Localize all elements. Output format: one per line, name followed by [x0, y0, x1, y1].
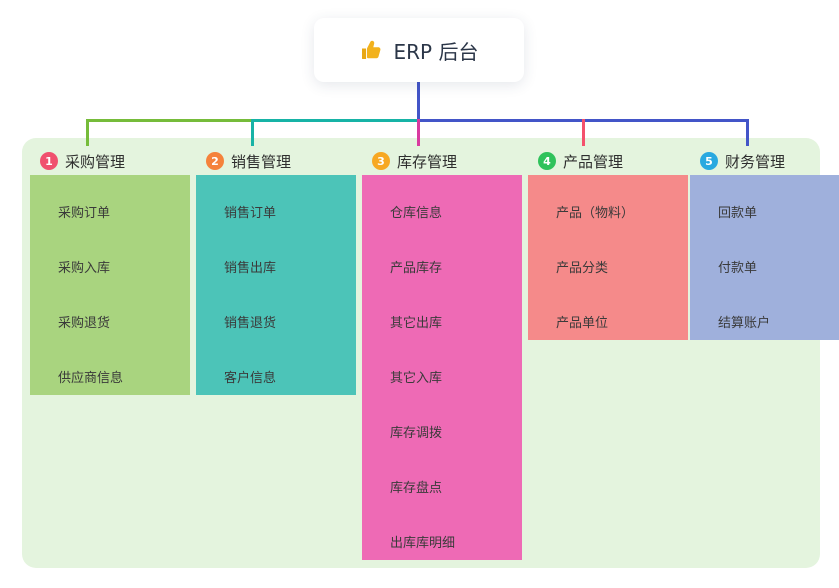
branch-sales: 2 销售管理 销售订单 销售出库 销售退货 客户信息: [196, 149, 356, 395]
node-label: 其它入库: [372, 367, 465, 395]
branch-product: 4 产品管理 产品（物料） 产品分类 产品单位: [528, 149, 688, 340]
node-item[interactable]: 付款单: [690, 230, 839, 285]
node-item[interactable]: 客户信息: [196, 340, 356, 395]
branch-finance: 5 财务管理 回款单 付款单 结算账户: [690, 149, 839, 340]
connector-drop-product: [582, 119, 585, 146]
branch-label: 采购管理: [65, 152, 126, 171]
root-node[interactable]: ERP 后台: [314, 18, 524, 82]
branch-sales-header[interactable]: 2 销售管理: [196, 149, 356, 173]
node-item[interactable]: 出库库明细: [362, 505, 522, 560]
branch-children: 采购订单 采购入库 采购退货 供应商信息: [30, 175, 190, 395]
node-item[interactable]: 采购入库: [30, 230, 190, 285]
branch-number-badge: 2: [206, 152, 224, 170]
node-label: 销售出库: [206, 257, 299, 285]
node-item[interactable]: 供应商信息: [30, 340, 190, 395]
node-item[interactable]: 回款单: [690, 175, 839, 230]
node-item[interactable]: 产品（物料）: [528, 175, 688, 230]
node-item[interactable]: 库存盘点: [362, 450, 522, 505]
node-item[interactable]: 其它出库: [362, 285, 522, 340]
node-label: 客户信息: [206, 367, 299, 395]
branch-children: 产品（物料） 产品分类 产品单位: [528, 175, 688, 340]
branch-children: 回款单 付款单 结算账户: [690, 175, 839, 340]
node-label: 产品分类: [538, 257, 631, 285]
node-label: 库存盘点: [372, 477, 465, 505]
node-label: 回款单: [700, 202, 780, 230]
branch-children: 销售订单 销售出库 销售退货 客户信息: [196, 175, 356, 395]
node-label: 其它出库: [372, 312, 465, 340]
branch-purchase-header[interactable]: 1 采购管理: [30, 149, 190, 173]
connector-bus-teal: [251, 119, 419, 122]
node-label: 结算账户: [700, 312, 793, 340]
node-item[interactable]: 采购退货: [30, 285, 190, 340]
node-item[interactable]: 产品库存: [362, 230, 522, 285]
branch-label: 财务管理: [725, 152, 786, 171]
root-title: ERP 后台: [393, 39, 479, 64]
node-item[interactable]: 其它入库: [362, 340, 522, 395]
node-label: 采购退货: [40, 312, 133, 340]
connector-root-drop: [417, 82, 420, 122]
node-item[interactable]: 采购订单: [30, 175, 190, 230]
branch-number-badge: 1: [40, 152, 58, 170]
node-label: 仓库信息: [372, 202, 465, 230]
connector-drop-finance: [746, 119, 749, 146]
node-item[interactable]: 销售订单: [196, 175, 356, 230]
branch-label: 产品管理: [563, 152, 624, 171]
node-item[interactable]: 销售出库: [196, 230, 356, 285]
node-item[interactable]: 产品单位: [528, 285, 688, 340]
connector-drop-sales: [251, 119, 254, 146]
node-label: 采购入库: [40, 257, 133, 285]
connector-drop-purchase: [86, 119, 89, 146]
branch-finance-header[interactable]: 5 财务管理: [690, 149, 839, 173]
connector-drop-inventory: [417, 119, 420, 146]
node-label: 采购订单: [40, 202, 133, 230]
node-label: 付款单: [700, 257, 780, 285]
branch-children: 仓库信息 产品库存 其它出库 其它入库 库存调拨 库存盘点 出库库明细: [362, 175, 522, 560]
node-item[interactable]: 结算账户: [690, 285, 839, 340]
branch-label: 库存管理: [397, 152, 458, 171]
node-label: 产品库存: [372, 257, 465, 285]
branch-number-badge: 3: [372, 152, 390, 170]
branch-inventory-header[interactable]: 3 库存管理: [362, 149, 522, 173]
node-label: 产品（物料）: [538, 202, 657, 230]
node-item[interactable]: 销售退货: [196, 285, 356, 340]
branch-purchase: 1 采购管理 采购订单 采购入库 采购退货 供应商信息: [30, 149, 190, 395]
branch-label: 销售管理: [231, 152, 292, 171]
node-label: 库存调拨: [372, 422, 465, 450]
node-item[interactable]: 产品分类: [528, 230, 688, 285]
branch-product-header[interactable]: 4 产品管理: [528, 149, 688, 173]
node-item[interactable]: 仓库信息: [362, 175, 522, 230]
branch-number-badge: 5: [700, 152, 718, 170]
branch-number-badge: 4: [538, 152, 556, 170]
connector-bus-green: [86, 119, 254, 122]
node-label: 产品单位: [538, 312, 631, 340]
node-label: 销售退货: [206, 312, 299, 340]
node-label: 供应商信息: [40, 367, 146, 395]
node-item[interactable]: 库存调拨: [362, 395, 522, 450]
branch-inventory: 3 库存管理 仓库信息 产品库存 其它出库 其它入库 库存调拨 库存盘点 出库库…: [362, 149, 522, 560]
thumbs-up-icon: [361, 40, 380, 59]
node-label: 出库库明细: [372, 532, 478, 560]
node-label: 销售订单: [206, 202, 299, 230]
